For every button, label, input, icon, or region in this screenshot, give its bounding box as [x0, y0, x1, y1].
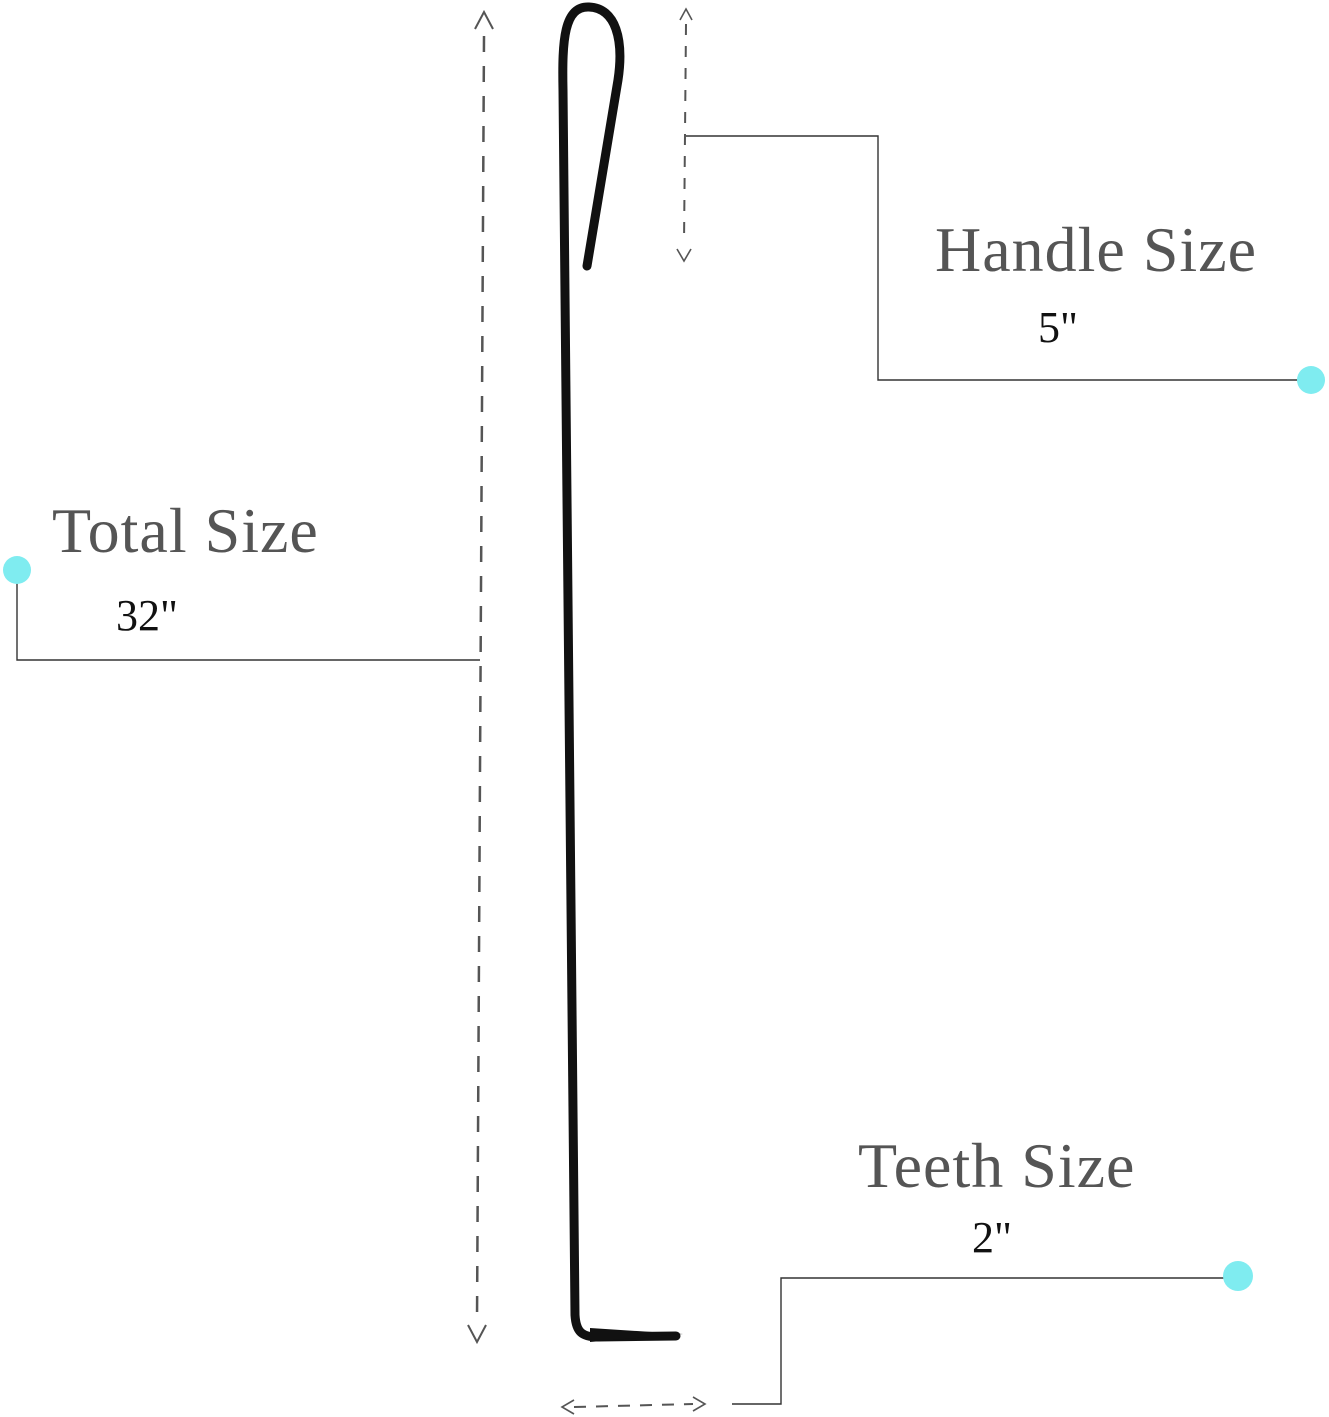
teeth-arrow-right-icon [692, 1396, 707, 1412]
teeth-size-title: Teeth Size [858, 1130, 1136, 1201]
fire-poker-hook-icon [558, 2, 683, 1342]
handle-marker-dot [1297, 366, 1325, 394]
handle-leader-line [686, 135, 1311, 381]
total-arrow-top-icon [474, 9, 494, 30]
handle-size-value: 5" [1038, 303, 1078, 352]
teeth-arrow-left-icon [560, 1399, 575, 1415]
poker-shaft [558, 2, 681, 1342]
total-size-value: 32" [116, 591, 178, 640]
total-size-title: Total Size [52, 495, 319, 566]
handle-size-dimension [676, 7, 693, 263]
total-dashed-line [475, 35, 486, 1323]
handle-size-title: Handle Size [935, 214, 1257, 285]
poker-teeth-tip [590, 1328, 683, 1342]
total-leader-line [16, 570, 480, 661]
handle-arrow-top-icon [679, 7, 693, 21]
teeth-size-value: 2" [972, 1213, 1012, 1262]
teeth-size-dimension [560, 1396, 707, 1415]
total-size-dimension [467, 9, 494, 1345]
teeth-dashed-line [573, 1403, 694, 1408]
teeth-marker-dot [1223, 1261, 1253, 1291]
total-arrow-bottom-icon [467, 1324, 487, 1345]
total-marker-dot [3, 556, 31, 584]
handle-dashed-line [683, 23, 687, 245]
teeth-leader-line [732, 1277, 1238, 1405]
handle-arrow-bottom-icon [676, 248, 692, 263]
